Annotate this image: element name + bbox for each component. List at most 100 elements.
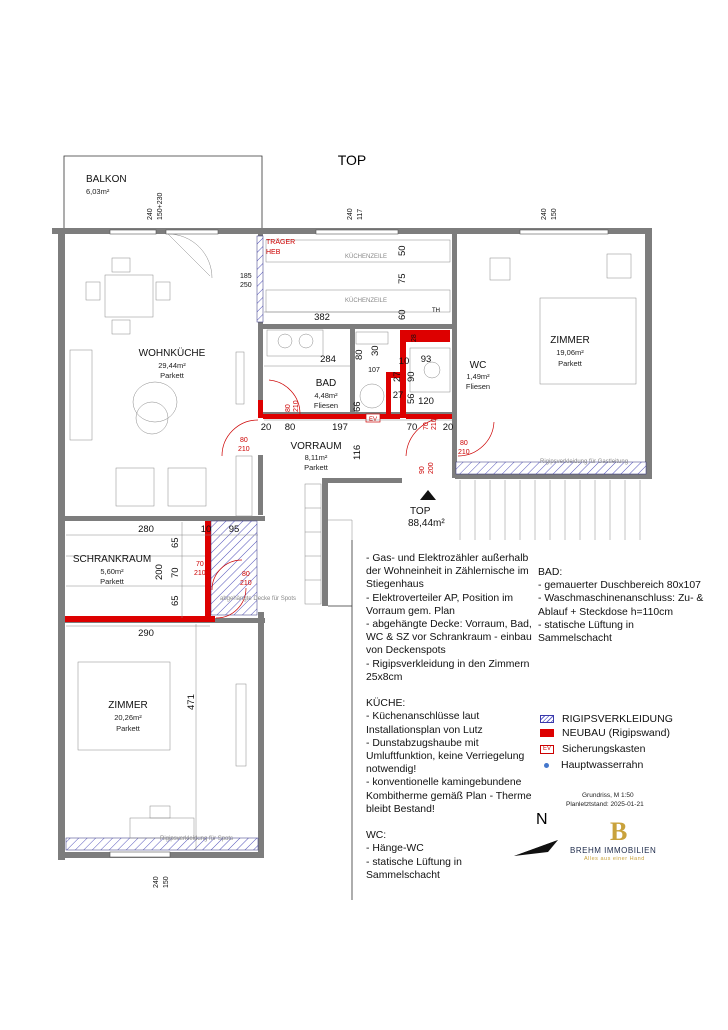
room-name: WC	[470, 360, 487, 371]
dim: 80	[285, 422, 296, 433]
bottom-window-dim-a: 240	[153, 876, 160, 888]
kitchen-label-2: KÜCHENZEILE	[345, 297, 387, 304]
ev-box-icon	[365, 413, 381, 423]
dim: 65	[170, 537, 181, 548]
legend-label: Hauptwasserrahn	[561, 759, 644, 771]
dimensions: 382 284 50 75 60 80 30 28 93 107 10 27 9…	[66, 245, 453, 850]
room-area: 5,60m²	[100, 567, 124, 576]
window-dim-1b: 150+230	[157, 192, 164, 220]
traeger-label-1: TRÄGER	[266, 238, 295, 246]
dim: 95	[229, 524, 240, 535]
rigips-cladding	[65, 235, 647, 851]
room-floor: Fliesen	[314, 401, 338, 410]
dim: 290	[138, 628, 154, 639]
balcony-name: BALKON	[86, 174, 127, 185]
dim: 382	[314, 312, 330, 323]
cladding-note-bottom: Rigipsverkleidung für Spots	[160, 836, 233, 842]
cladding-note-top: Rigipsverkleidung für Gastleitung	[540, 459, 628, 465]
dim: 60	[397, 309, 408, 320]
dim: 20	[261, 422, 272, 433]
room-floor: Fliesen	[466, 382, 490, 391]
hatch-swatch-icon	[540, 715, 554, 723]
window-dim-3b: 150	[551, 208, 558, 220]
room-name: ZIMMER	[550, 335, 589, 346]
legend-rigips: RIGIPSVERKLEIDUNG	[540, 712, 673, 726]
legend-label: RIGIPSVERKLEIDUNG	[562, 713, 673, 725]
kitchen-label-1: KÜCHENZEILE	[345, 253, 387, 260]
door-height: 210	[240, 580, 252, 587]
dim: 90	[406, 371, 417, 382]
windows	[109, 229, 609, 858]
door-height: 200	[428, 462, 435, 474]
th-label: TH	[432, 308, 440, 314]
room-zimmer-bottom: ZIMMER 20,26m² Parkett	[108, 700, 147, 733]
door-swings	[211, 379, 495, 619]
room-vorraum: VORRAUM 8,11m² Parkett	[290, 441, 341, 472]
dim: 280	[138, 524, 154, 535]
dim: 197	[332, 422, 348, 433]
dim: 93	[421, 354, 432, 365]
window-dim-2b: 117	[357, 209, 364, 220]
plan-info-1: Grundriss, M 1:50	[582, 792, 634, 799]
north-label: N	[536, 811, 548, 828]
dim: 27	[393, 390, 404, 401]
traeger-label-2: HEB	[266, 249, 281, 256]
room-name: ZIMMER	[108, 700, 147, 711]
room-area: 19,06m²	[556, 348, 584, 357]
dim: 116	[352, 445, 363, 460]
door-width: 80	[460, 440, 468, 447]
dim: 471	[186, 694, 197, 710]
dot-swatch-icon	[544, 762, 549, 768]
door-width: 70	[196, 561, 204, 568]
room-wohnkueche: WOHNKÜCHE 29,44m² Parkett	[139, 347, 206, 380]
notes-right: BAD: - gemauerter Duschbereich 80x107 - …	[538, 567, 704, 645]
dim: 56	[406, 393, 417, 404]
dim: 65	[170, 595, 181, 606]
dim: 185	[240, 273, 252, 280]
top-total-label: TOP	[410, 506, 431, 517]
room-name: SCHRANKRAUM	[73, 554, 151, 565]
room-bad: BAD 4,48m² Fliesen	[314, 378, 338, 410]
room-floor: Parkett	[100, 577, 125, 586]
dim: 27	[392, 371, 403, 382]
notes-left: - Gas- und Elektrozähler außerhalb der W…	[366, 553, 532, 881]
room-area: 4,48m²	[314, 391, 338, 400]
room-name: WOHNKÜCHE	[139, 347, 206, 359]
room-area: 8,11m²	[305, 453, 328, 462]
room-floor: Parkett	[160, 371, 185, 380]
legend-neubau: NEUBAU (Rigipswand)	[540, 726, 670, 740]
room-area: 20,26m²	[114, 713, 142, 722]
dim: 70	[170, 567, 181, 578]
logo-tagline: Alles aus einer Hand	[584, 856, 645, 862]
window-dim-3a: 240	[541, 208, 548, 220]
room-area: 29,44m²	[158, 361, 186, 370]
room-name: VORRAUM	[290, 441, 341, 452]
balcony-area: 6,03m²	[86, 187, 110, 196]
room-name: BAD	[316, 378, 337, 389]
new-walls	[65, 330, 452, 622]
top-total: TOP 88,44m²	[408, 506, 445, 529]
top-heading: TOP	[338, 152, 367, 168]
dim: 75	[397, 273, 408, 284]
dim: 28	[411, 334, 418, 342]
legend-water: Hauptwasserrahn	[540, 758, 643, 772]
top-total-area: 88,44m²	[408, 518, 445, 529]
balcony: BALKON 6,03m²	[63, 155, 263, 228]
window-dim-2a: 240	[347, 208, 354, 220]
room-schrankraum: SCHRANKRAUM 5,60m² Parkett	[73, 554, 151, 586]
plan-info-2: Planletztstand: 2025-01-21	[566, 801, 644, 808]
door-width: 80	[240, 437, 248, 444]
logo-letter: B	[610, 817, 627, 846]
door-labels: 80 210 80 210 70 210 80 210 90 200 70 21…	[194, 400, 470, 587]
room-wc: WC 1,49m² Fliesen	[466, 360, 490, 391]
door-width: 90	[419, 466, 426, 474]
room-floor: Parkett	[116, 724, 141, 733]
cladding-note-schrank: abgehängte Decke für Spots	[220, 596, 296, 602]
window-dim-1a: 240	[147, 208, 154, 220]
room-zimmer-top: ZIMMER 19,06m² Parkett	[550, 335, 589, 368]
room-floor: Parkett	[304, 463, 329, 472]
dim: 250	[240, 282, 252, 289]
dim: 20	[443, 422, 454, 433]
red-swatch-icon	[540, 729, 554, 737]
